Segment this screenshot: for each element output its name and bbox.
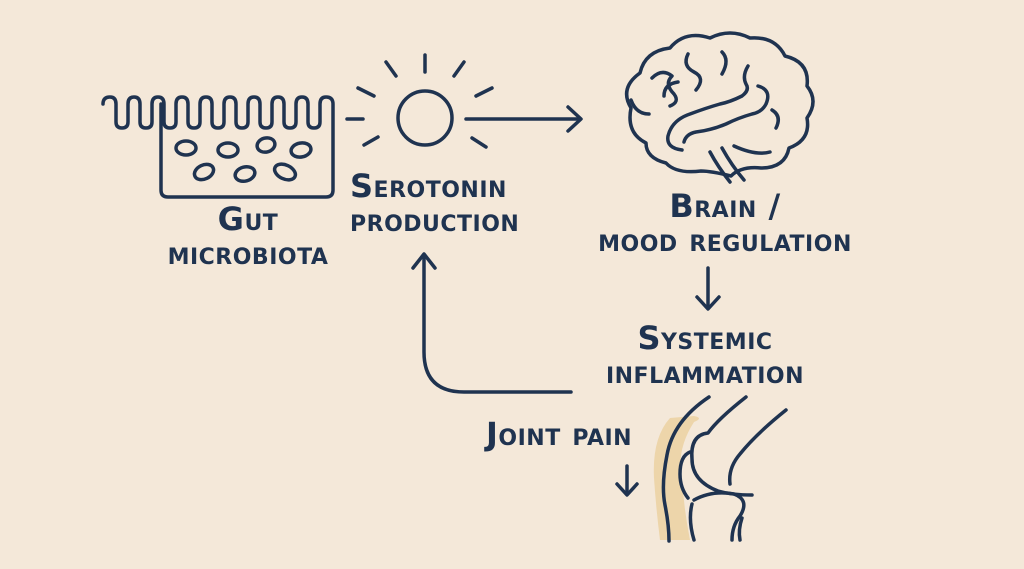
serotonin-production-label: Serotonin production bbox=[350, 167, 520, 239]
sun-icon bbox=[356, 53, 494, 149]
systemic-inflammation-label: Systemic inflammation bbox=[605, 319, 805, 391]
gut-villi-icon bbox=[101, 95, 335, 199]
arrow-down-small-icon bbox=[615, 464, 639, 497]
gut-microbiota-label: Gut microbiota bbox=[167, 200, 329, 272]
brain-mood-regulation-label: Brain / mood regulation bbox=[598, 187, 852, 259]
arrow-down-icon bbox=[695, 266, 721, 311]
knee-joint-icon bbox=[653, 395, 788, 543]
feedback-arrow-icon bbox=[411, 252, 573, 394]
arrow-right-icon bbox=[464, 105, 583, 133]
joint-pain-label: Joint pain bbox=[486, 415, 633, 453]
brain-icon bbox=[624, 31, 815, 184]
